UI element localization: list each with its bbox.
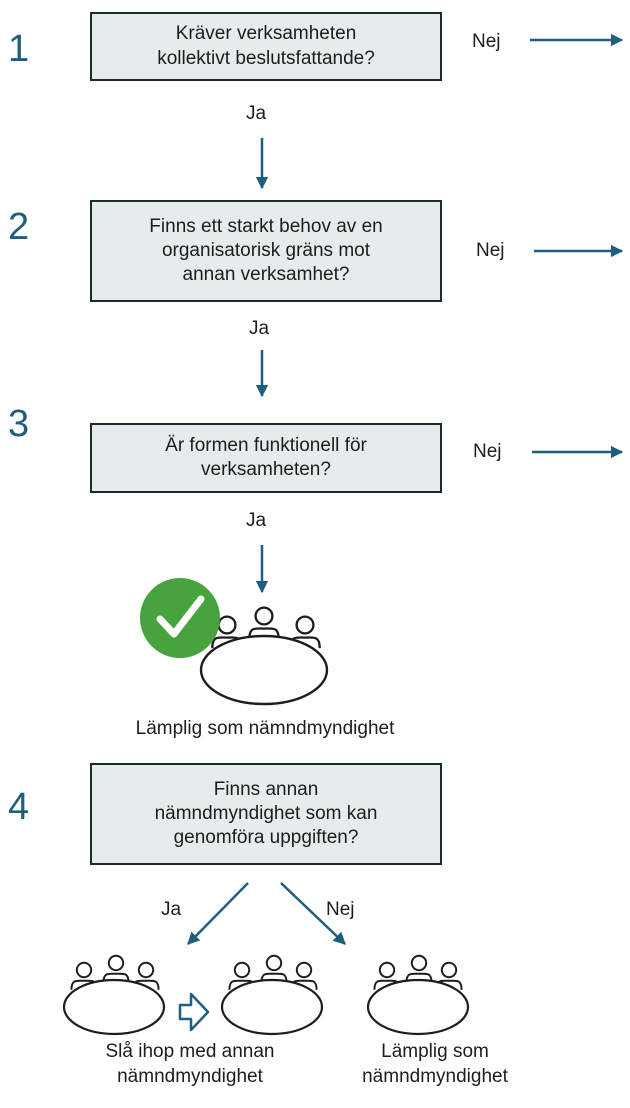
result-merge-caption: Slå ihop med annan nämndmyndighet: [105, 1041, 275, 1087]
yes-label-3: Ja: [246, 510, 267, 531]
result-suitable-caption-2: Lämplig som nämndmyndighet: [362, 1041, 508, 1087]
step-number-3: 3: [8, 403, 30, 445]
meeting-table-icon: [199, 606, 329, 706]
question-box-2: Finns ett starkt behov av en organisator…: [90, 200, 442, 302]
meeting-table-icon: [62, 954, 166, 1036]
meeting-table-icon: [366, 954, 470, 1036]
check-icon: [140, 578, 220, 658]
question-box-3: Är formen funktionell för verksamheten?: [90, 423, 442, 493]
yes-label-2: Ja: [249, 318, 270, 339]
arrow-diagonal-nej: [280, 882, 346, 945]
yes-label-4: Ja: [161, 899, 182, 920]
question-box-1: Kräver verksamheten kollektivt beslutsfa…: [90, 12, 442, 81]
no-label-3: Nej: [473, 441, 502, 462]
step-number-4: 4: [8, 786, 30, 828]
arrow-diagonal-ja: [187, 882, 249, 945]
arrow-right-icon: [178, 992, 210, 1032]
no-label-1: Nej: [472, 31, 501, 52]
meeting-table-icon: [220, 954, 324, 1036]
step-number-1: 1: [8, 28, 30, 70]
step-number-2: 2: [8, 206, 30, 248]
no-label-4: Nej: [326, 899, 355, 920]
yes-label-1: Ja: [246, 103, 267, 124]
no-label-2: Nej: [476, 240, 505, 261]
question-box-4: Finns annan nämndmyndighet som kan genom…: [90, 763, 442, 865]
result-suitable-caption: Lämplig som nämndmyndighet: [135, 718, 395, 739]
